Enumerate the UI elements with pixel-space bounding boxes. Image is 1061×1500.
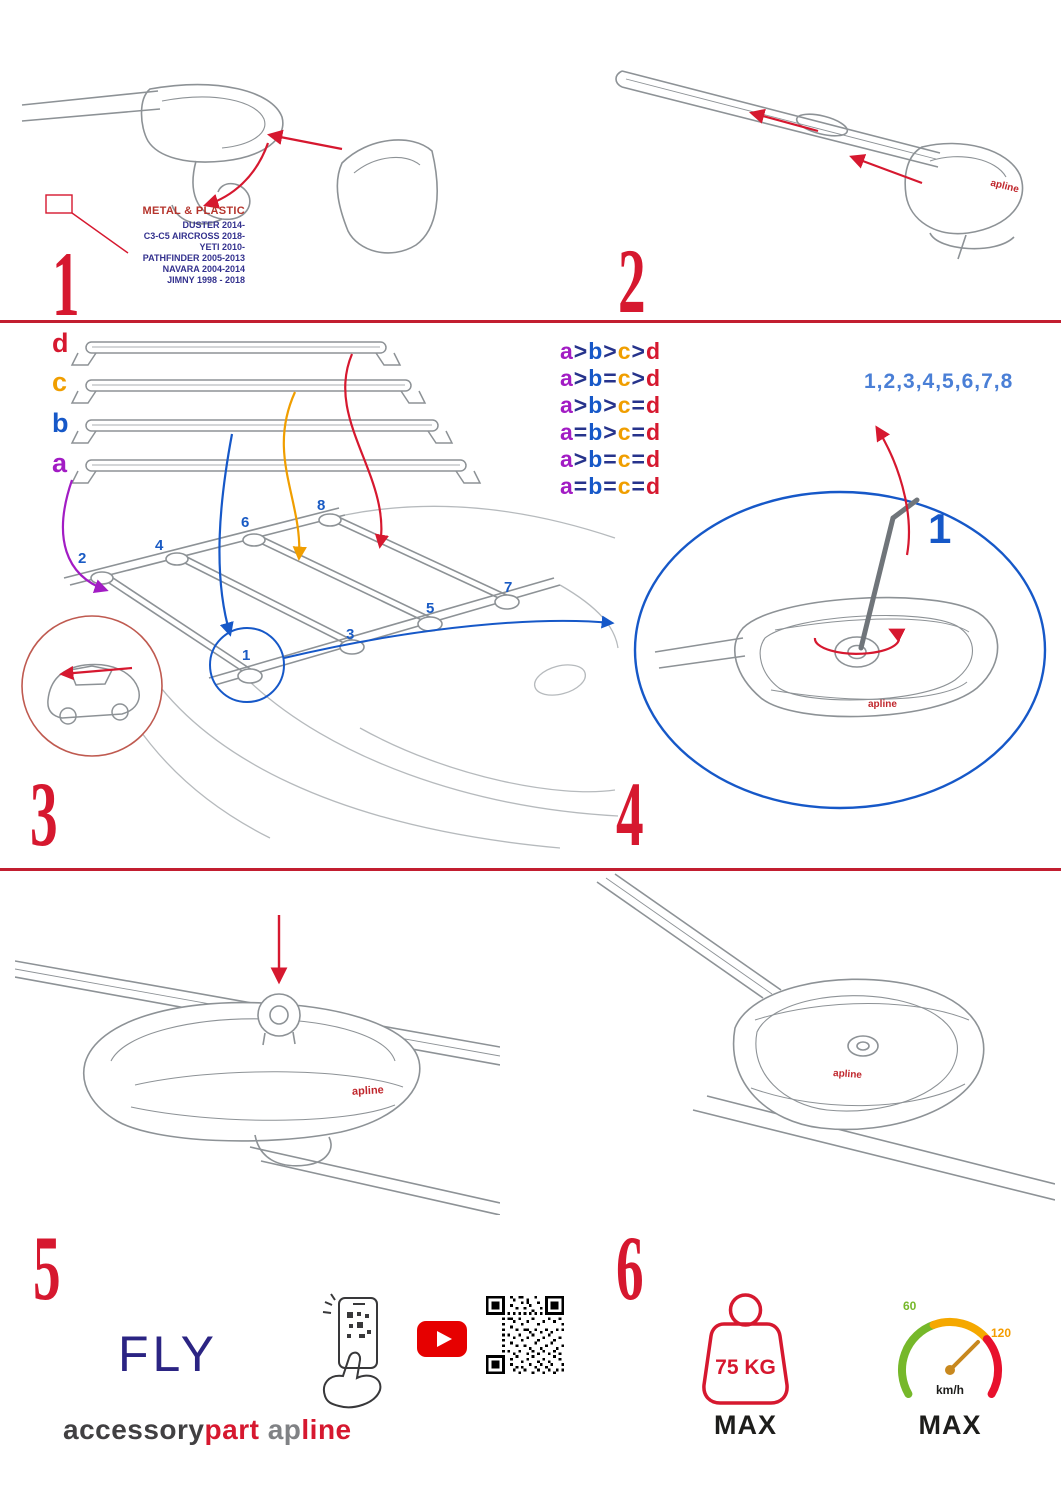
step4-tightening-zoom-illustration: [633, 425, 1047, 810]
material-label: METAL & PLASTIC: [142, 205, 245, 217]
comparison-row: a>b=c>d: [560, 365, 662, 391]
position-6: 6: [241, 514, 250, 531]
step5-number: 5: [33, 1217, 61, 1319]
comparison-row: a>b=c=d: [560, 446, 662, 472]
step6-mounted-foot-illustration: [596, 873, 1055, 1201]
position-8: 8: [317, 497, 326, 514]
position-5: 5: [426, 600, 435, 617]
model-line: NAVARA 2004-2014: [162, 264, 245, 274]
tightening-sequence-label: 1,2,3,4,5,6,7,8: [864, 370, 1014, 393]
speed-60-label: 60: [903, 1299, 917, 1313]
step1-foot-clamp-illustration: [21, 83, 438, 254]
step3-number: 3: [30, 763, 58, 865]
position-2: 2: [78, 550, 87, 567]
scan-phone-icon: [322, 1293, 382, 1409]
model-line: PATHFINDER 2005-2013: [142, 253, 245, 263]
model-line: C3-C5 AIRCROSS 2018-: [143, 231, 245, 241]
bar-label-a: a: [52, 448, 68, 478]
qr-code: [486, 1296, 564, 1374]
position-1: 1: [242, 647, 251, 664]
step5-cover-knob-illustration: [15, 915, 500, 1215]
comparison-row: a>b>c>d: [560, 338, 662, 364]
bar-length-legend: a>b>c>d a>b=c>d a>b>c=d a=b>c=d a>b=c=d …: [560, 338, 661, 500]
position-7: 7: [504, 579, 513, 596]
max-weight-label: MAX: [714, 1410, 777, 1440]
brand-mark-on-foot: apline: [832, 1068, 863, 1081]
max-speed-label: MAX: [918, 1410, 982, 1440]
speed-unit-label: km/h: [935, 1383, 964, 1397]
section-divider: [0, 320, 1061, 323]
position-4: 4: [155, 537, 164, 554]
section-divider: [0, 868, 1061, 871]
car-direction-inset: [21, 615, 163, 757]
step6-number: 6: [616, 1217, 644, 1319]
bar-label-d: d: [52, 328, 69, 358]
model-line: JIMNY 1998 - 2018: [167, 275, 245, 285]
company-wordmark: accessorypart apline: [63, 1414, 352, 1446]
brand-mark-on-foot: apline: [868, 699, 897, 710]
step1-vehicle-list: METAL & PLASTIC DUSTER 2014- C3-C5 AIRCR…: [105, 205, 245, 286]
model-line: YETI 2010-: [199, 242, 245, 252]
youtube-icon: [417, 1321, 467, 1357]
comparison-row: a>b>c=d: [560, 392, 662, 418]
wordmark-part: part: [204, 1414, 260, 1445]
step1-number: 1: [52, 233, 80, 335]
step3-roof-layout-illustration: [21, 341, 619, 849]
comparison-row: a=b=c=d: [560, 473, 662, 499]
tightening-step-one-label: 1: [928, 505, 952, 552]
wordmark-ap: ap: [267, 1414, 302, 1445]
brand-mark-on-foot: apline: [351, 1084, 385, 1098]
step2-bar-endcap-illustration: [615, 70, 1024, 260]
step4-number: 4: [616, 763, 644, 865]
bar-label-c: c: [52, 367, 68, 397]
step2-number: 2: [618, 230, 646, 332]
product-logo-fly: FLY: [118, 1326, 218, 1382]
speed-120-label: 120: [991, 1326, 1012, 1340]
max-speed-gauge-icon: [898, 1317, 1003, 1398]
model-line: DUSTER 2014-: [182, 220, 245, 230]
max-weight-icon: [702, 1293, 789, 1405]
position-3: 3: [346, 626, 355, 643]
comparison-row: a=b>c=d: [560, 419, 662, 445]
max-weight-value: 75 KG: [715, 1356, 776, 1379]
wordmark-accessory: accessory: [63, 1414, 205, 1445]
wordmark-line: line: [301, 1414, 352, 1445]
bar-label-b: b: [52, 408, 69, 438]
